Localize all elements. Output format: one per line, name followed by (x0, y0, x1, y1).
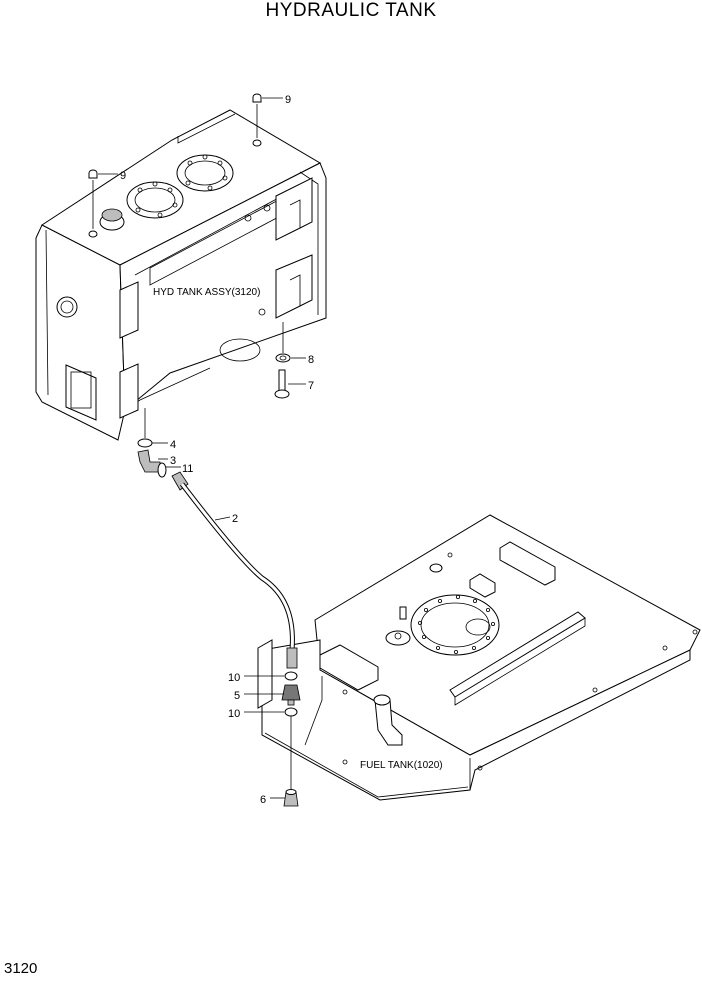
callout-7: 7 (308, 380, 314, 392)
callout-9-top: 9 (285, 94, 291, 106)
part-oring-11 (157, 462, 167, 478)
hydraulic-tank-body (35, 109, 327, 441)
part-washer-8 (275, 353, 291, 363)
part-plug-9-top (252, 93, 262, 138)
callout-3: 3 (170, 455, 176, 467)
part-hose-2 (171, 471, 298, 669)
callout-2: 2 (232, 513, 238, 525)
callout-5: 5 (234, 690, 240, 702)
callout-11: 11 (182, 463, 193, 475)
part-oring-4 (137, 438, 153, 448)
part-plug-9-left (88, 169, 98, 229)
callout-leaders (98, 97, 306, 799)
callout-9-left: 9 (120, 170, 126, 182)
part-oring-10-lower (284, 707, 298, 717)
part-adapter-5 (281, 684, 301, 706)
page-number: 3120 (4, 960, 38, 977)
fuel-tank-label: FUEL TANK(1020) (360, 760, 443, 771)
fuel-tank-body (257, 514, 701, 801)
part-bolt-7 (274, 369, 290, 399)
hyd-tank-assy-label: HYD TANK ASSY(3120) (153, 287, 260, 298)
callout-6: 6 (260, 794, 266, 806)
page-title: HYDRAULIC TANK (265, 0, 437, 21)
callout-4: 4 (170, 439, 176, 451)
callout-10-upper: 10 (228, 672, 240, 684)
part-elbow-3 (137, 449, 161, 473)
callout-8: 8 (308, 354, 314, 366)
part-oring-10-upper (284, 671, 298, 681)
part-plug-6 (283, 789, 299, 807)
callout-10-lower: 10 (228, 708, 240, 720)
